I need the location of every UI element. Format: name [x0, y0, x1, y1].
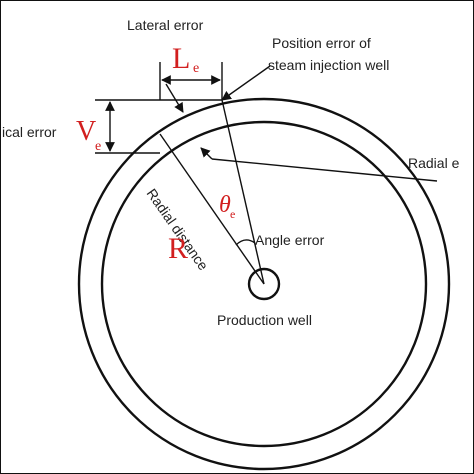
radial-error-label: Radial e	[408, 155, 460, 171]
vertical-error-symbol: V	[76, 116, 96, 147]
angle-error-subscript: e	[230, 207, 235, 221]
angle-arc	[235, 239, 256, 246]
radius-symbol: R	[168, 232, 188, 265]
radial-error-arrow-head	[200, 147, 213, 160]
lateral-error-symbol: L	[172, 42, 190, 75]
radial-distance-line	[159, 133, 265, 285]
lateral-error-label: Lateral error	[127, 17, 204, 33]
production-well-label: Production well	[217, 312, 312, 328]
outer-circle	[77, 97, 451, 471]
radial-error-arrow	[211, 158, 438, 182]
reference-radius-line	[221, 99, 265, 285]
production-well-circle	[247, 267, 281, 301]
lateral-error-subscript: e	[193, 61, 199, 76]
position-error-arrow	[221, 65, 271, 101]
angle-error-symbol: θ	[219, 192, 231, 218]
vertical-error-subscript: e	[95, 139, 101, 154]
position-error-label-line2: steam injection well	[268, 57, 389, 73]
position-error-arrow-short	[165, 83, 184, 113]
angle-error-label: Angle error	[255, 232, 325, 248]
vertical-error-label: ical error	[2, 124, 57, 140]
inner-circle	[100, 120, 428, 448]
position-error-label-line1: Position error of	[272, 35, 371, 51]
